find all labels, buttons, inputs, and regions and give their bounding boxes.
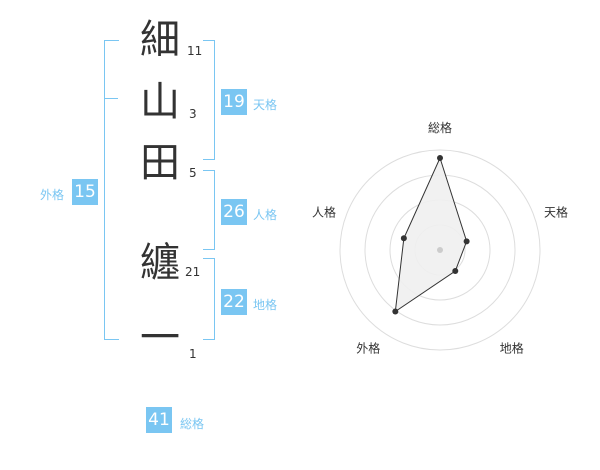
soukaku-score: 41 bbox=[146, 407, 172, 433]
chikaku-score: 22 bbox=[221, 289, 247, 315]
radar-axis-label-2: 天格 bbox=[544, 204, 568, 219]
radar-axis-label-5: 人格 bbox=[312, 204, 336, 219]
radar-axis-label-3: 地格 bbox=[500, 341, 524, 356]
stroke-count-5: 1 bbox=[189, 347, 197, 361]
stroke-count-3: 5 bbox=[189, 166, 197, 180]
jinkaku-label: 人格 bbox=[253, 208, 278, 222]
tenkaku-label: 天格 bbox=[253, 98, 278, 112]
radar-axis-label-4: 外格 bbox=[356, 341, 380, 356]
chikaku-label: 地格 bbox=[253, 298, 278, 312]
radar-axis-label-1: 総格 bbox=[428, 120, 452, 135]
jinkaku-score: 26 bbox=[221, 199, 247, 225]
soukaku-label: 総格 bbox=[180, 417, 205, 431]
name-char-3: 田 bbox=[140, 140, 180, 186]
radar-polygon bbox=[394, 156, 468, 313]
tenkaku-score: 19 bbox=[221, 89, 247, 115]
stroke-count-2: 3 bbox=[189, 107, 197, 121]
name-char-5: 一 bbox=[140, 315, 180, 361]
stroke-count-1: 11 bbox=[187, 44, 203, 58]
jinkaku-bracket bbox=[203, 170, 215, 250]
radar-point-4 bbox=[392, 308, 399, 315]
radar-point-1 bbox=[437, 155, 443, 161]
name-char-1: 細 bbox=[140, 17, 180, 63]
gaikaku-score: 15 bbox=[72, 179, 98, 205]
gaikaku-label: 外格 bbox=[40, 188, 65, 202]
gaikaku-bracket-tick bbox=[104, 98, 118, 99]
radar-ring-4 bbox=[339, 149, 541, 351]
gaikaku-bracket bbox=[104, 40, 119, 340]
radar-center-dot bbox=[437, 247, 443, 253]
radar-point-5 bbox=[400, 235, 407, 242]
radar-point-2 bbox=[463, 238, 470, 245]
tenkaku-bracket bbox=[203, 40, 215, 160]
radar-point-3 bbox=[452, 268, 459, 275]
stroke-count-4: 21 bbox=[185, 265, 201, 279]
name-char-2: 山 bbox=[140, 79, 180, 125]
chikaku-bracket bbox=[203, 258, 215, 340]
name-char-4: 纏 bbox=[140, 240, 180, 286]
